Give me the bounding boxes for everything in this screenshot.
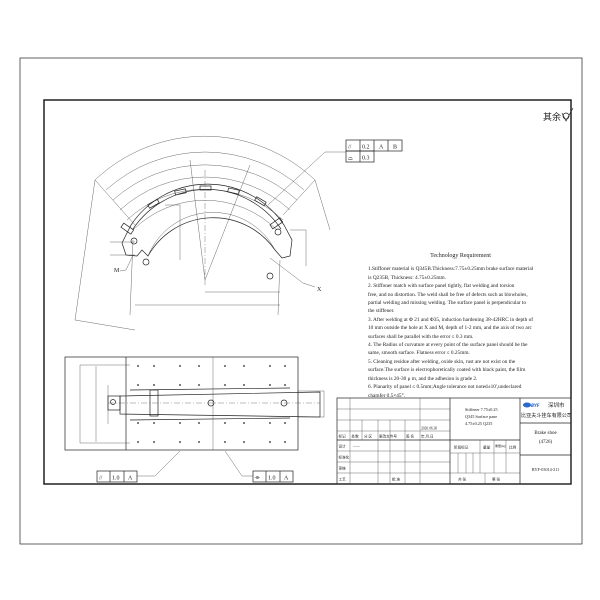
svg-text:比例: 比例 bbox=[509, 445, 517, 450]
svg-text:A: A bbox=[128, 476, 133, 482]
roughness-icon bbox=[561, 107, 574, 122]
svg-text:深圳市: 深圳市 bbox=[548, 401, 565, 409]
tech-line: 2. Stiffoner match with surface panel ti… bbox=[368, 283, 515, 290]
outer-frame bbox=[19, 57, 583, 545]
svg-text:A: A bbox=[379, 145, 384, 151]
svg-text:A: A bbox=[284, 476, 289, 482]
svg-text:审核: 审核 bbox=[339, 466, 347, 471]
technology-requirements: Technology Requirement 1.Stiffoner mater… bbox=[368, 252, 573, 400]
tech-line: same, smooth surface. Flatness error ≤ 0… bbox=[368, 350, 470, 357]
svg-text:重量: 重量 bbox=[483, 445, 491, 450]
svg-text:共 张: 共 张 bbox=[458, 477, 466, 482]
tech-line: 1.Stiffoner material is Q345B.Thickness:… bbox=[368, 266, 534, 273]
svg-text:BYF: BYF bbox=[531, 403, 540, 408]
tech-line: 5. Cleaning residue after welding, oxide… bbox=[368, 358, 516, 365]
svg-text:B: B bbox=[393, 145, 397, 151]
svg-text:1.0: 1.0 bbox=[268, 476, 276, 482]
svg-text:处数: 处数 bbox=[352, 434, 360, 439]
tech-line: free, and no distortion. The weld shall … bbox=[368, 291, 528, 298]
svg-text:0.3: 0.3 bbox=[362, 156, 370, 162]
tech-line: partial welding and missing welding. The… bbox=[368, 300, 527, 307]
tech-line: chamfer 0.5×45°. bbox=[368, 392, 406, 399]
svg-text:年.月.日: 年.月.日 bbox=[421, 434, 434, 439]
tech-line: 3. After welding at Φ 21 and Φ35, induct… bbox=[368, 316, 534, 323]
svg-text://: // bbox=[348, 145, 352, 151]
brake-shoe-plan-view bbox=[64, 356, 325, 477]
svg-text:⌓: ⌓ bbox=[348, 156, 353, 162]
svg-text:0.2: 0.2 bbox=[362, 145, 370, 151]
tolerance-frame-top: // 0.2 A B ⌓ 0.3 bbox=[267, 139, 403, 206]
brake-shoe-side-view: M X bbox=[74, 135, 331, 331]
svg-text:Brake shoe: Brake shoe bbox=[534, 431, 557, 436]
svg-text:2020.06.30: 2020.06.30 bbox=[421, 427, 437, 431]
tech-line: 10 mm outside the hole at X and M, depth… bbox=[368, 325, 532, 332]
label-x: X bbox=[317, 287, 322, 293]
tech-line: the stiffener. bbox=[368, 308, 395, 315]
svg-text:Stiffener 7.75±0.25: Stiffener 7.75±0.25 bbox=[465, 407, 498, 412]
roughness-note: 其余 bbox=[543, 111, 561, 122]
svg-text:比亚夫斗挂车有限公司: 比亚夫斗挂车有限公司 bbox=[521, 412, 572, 419]
svg-text:批 准: 批 准 bbox=[392, 477, 400, 482]
svg-text:分 区: 分 区 bbox=[364, 434, 372, 439]
tech-line: 6. Planarity of panel ≤ 0.5mm;Angle tole… bbox=[368, 384, 522, 391]
svg-text:设计: 设计 bbox=[339, 444, 347, 449]
svg-text:第 张: 第 张 bbox=[492, 477, 500, 482]
svg-text:阶段标记: 阶段标记 bbox=[454, 445, 469, 450]
tech-line: is Q235B, Thickness: 4.75±0.25mm. bbox=[368, 274, 446, 281]
tech-line: thickness is 20-30 μ m, and the adhesion… bbox=[368, 375, 478, 382]
svg-text:——: —— bbox=[352, 445, 361, 449]
svg-text:签 名: 签 名 bbox=[406, 434, 414, 439]
svg-text:⌯: ⌯ bbox=[255, 476, 260, 482]
title-block: 2020.06.30 标记 处数 分 区 更改文件号 签 名 年.月.日 设计 … bbox=[336, 397, 572, 485]
svg-text:Q345 Surface pane: Q345 Surface pane bbox=[465, 414, 497, 419]
svg-text:1.0: 1.0 bbox=[112, 476, 120, 482]
svg-text:重量(kg): 重量(kg) bbox=[495, 443, 506, 448]
company-logo bbox=[523, 402, 531, 408]
svg-text:标准化: 标准化 bbox=[339, 455, 350, 460]
tech-line: surfaces shall be parallel with the erro… bbox=[368, 333, 474, 340]
svg-text:4.75±0.25 Q235: 4.75±0.25 Q235 bbox=[465, 421, 492, 426]
tech-line: surface.The surface is electrophoretical… bbox=[368, 367, 526, 374]
label-m: M bbox=[114, 268, 120, 274]
svg-text:BYF-03014-211: BYF-03014-211 bbox=[532, 467, 560, 472]
inner-frame bbox=[43, 99, 572, 485]
technology-title: Technology Requirement bbox=[430, 253, 491, 259]
svg-text:标记: 标记 bbox=[339, 434, 347, 439]
tech-line: 4. The Radius of curvature at every poin… bbox=[368, 342, 528, 349]
svg-text:工艺: 工艺 bbox=[339, 477, 347, 482]
svg-text:(4726): (4726) bbox=[539, 440, 553, 445]
svg-text://: // bbox=[99, 476, 103, 482]
tolerance-frame-bottom-left: // 1.0 A bbox=[96, 470, 138, 483]
tolerance-frame-bottom-right: ⌯ 1.0 A bbox=[252, 470, 294, 483]
svg-text:更改文件号: 更改文件号 bbox=[379, 434, 397, 439]
